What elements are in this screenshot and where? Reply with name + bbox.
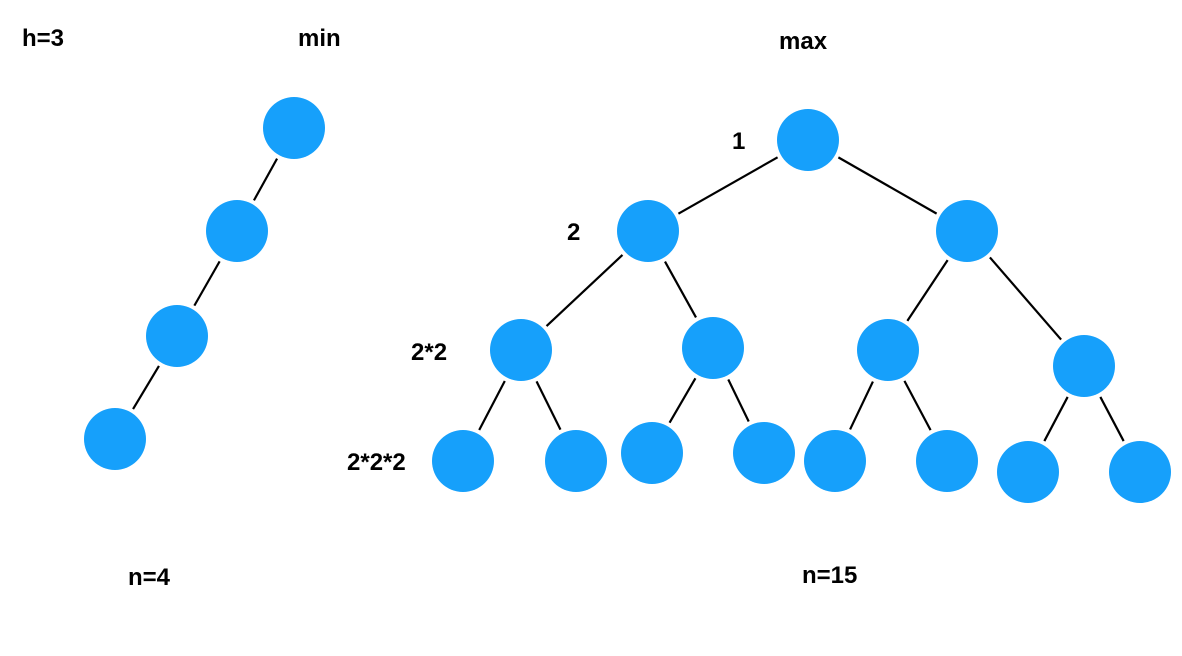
tree-nodes <box>84 97 1171 503</box>
max-tree-title: max <box>779 28 828 55</box>
min-tree-edge <box>132 365 160 410</box>
min-tree-node <box>146 305 208 367</box>
max-tree-node <box>621 422 683 484</box>
max-tree-edge <box>727 379 750 422</box>
max-tree-edge <box>664 261 697 318</box>
max-tree-node <box>545 430 607 492</box>
max-tree-edge <box>906 259 949 322</box>
max-node-count: n=15 <box>802 562 858 589</box>
max-tree-edge <box>989 256 1062 341</box>
max-tree-node <box>804 430 866 492</box>
max-tree-edge <box>849 381 874 430</box>
max-tree-node <box>916 430 978 492</box>
max-tree-edge <box>1043 396 1069 442</box>
max-tree-edge <box>545 254 624 327</box>
max-tree-edge <box>1099 396 1125 442</box>
min-tree-edge <box>252 158 279 201</box>
max-tree-node <box>1053 335 1115 397</box>
max-tree-edge <box>535 380 562 431</box>
max-tree-node <box>1109 441 1171 503</box>
max-tree-edge <box>478 380 506 431</box>
level-1-label: 1 <box>732 128 746 155</box>
max-tree-node <box>857 319 919 381</box>
min-tree-node <box>84 408 146 470</box>
max-tree-edge <box>903 380 932 431</box>
min-node-count: n=4 <box>128 564 171 591</box>
max-tree-edge <box>677 156 779 215</box>
level-4-label: 2*2*2 <box>347 449 406 476</box>
max-tree-edge <box>668 377 697 424</box>
level-2-label: 2 <box>567 219 581 246</box>
max-tree-node <box>682 317 744 379</box>
level-3-label: 2*2 <box>411 339 448 366</box>
height-label: h=3 <box>22 25 65 52</box>
max-tree-node <box>733 422 795 484</box>
max-tree-node <box>490 319 552 381</box>
tree-edges <box>132 156 1125 442</box>
min-tree-edge <box>193 260 221 307</box>
max-tree-node <box>432 430 494 492</box>
min-tree-node <box>206 200 268 262</box>
max-tree-edge <box>837 156 938 215</box>
max-tree-node <box>617 200 679 262</box>
max-tree-node <box>777 109 839 171</box>
min-tree-title: min <box>298 25 341 52</box>
max-tree-node <box>936 200 998 262</box>
min-tree-node <box>263 97 325 159</box>
max-tree-node <box>997 441 1059 503</box>
